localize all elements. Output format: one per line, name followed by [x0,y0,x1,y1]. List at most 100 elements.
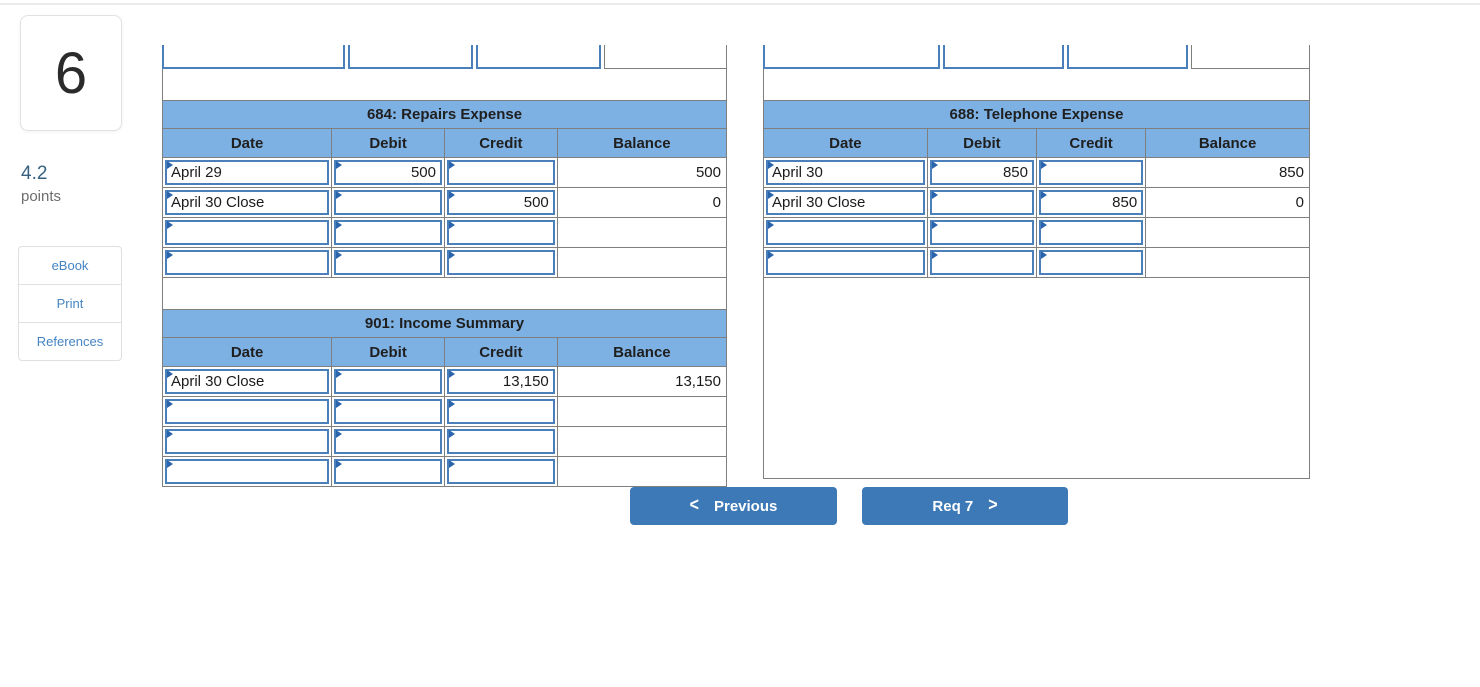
cell-marker-icon [336,251,343,259]
input-cell [331,187,445,218]
cutoff-debit-input[interactable] [347,45,473,69]
input-cell [161,396,333,427]
cell-marker-icon [167,370,173,378]
previous-label: Previous [713,497,778,515]
sidebar-link-print[interactable]: Print [18,284,122,323]
credit-input[interactable] [446,220,555,245]
credit-input[interactable] [446,399,555,424]
debit-input[interactable] [334,190,442,215]
column-header: Debit [331,337,445,367]
input-cell [1035,247,1147,278]
date-input[interactable] [766,220,925,245]
cell-value: 13,150 [502,373,549,390]
date-input[interactable] [766,250,925,275]
date-input[interactable]: April 30 [766,160,925,185]
cutoff-credit-input[interactable] [475,45,601,69]
spacer-row [162,278,727,309]
balance-cell: 13,150 [556,366,728,397]
date-input[interactable]: April 30 Close [766,190,925,215]
account-title: 688: Telephone Expense [763,100,1310,129]
sidebar-link-ebook[interactable]: eBook [18,246,122,285]
column-header: Debit [926,128,1037,158]
balance-cell [556,247,728,278]
debit-input[interactable] [929,250,1034,275]
credit-input[interactable] [446,160,555,185]
balance-cell [556,426,728,457]
cell-marker-icon [768,251,774,259]
credit-input[interactable] [1038,220,1144,245]
balance-cell: 850 [1145,157,1310,188]
credit-input[interactable] [1038,160,1144,185]
debit-input[interactable] [334,220,442,245]
input-cell [763,247,928,278]
points-value: 4.2 [21,163,48,184]
column-header: Date [161,337,333,367]
input-cell [331,396,445,427]
balance-cell: 500 [556,157,728,188]
column-header: Credit [443,128,558,158]
input-cell: 500 [443,187,558,218]
debit-input[interactable] [334,459,442,484]
cutoff-credit-input[interactable] [1066,45,1188,69]
date-input[interactable]: April 29 [165,160,330,185]
date-input[interactable]: April 30 Close [165,190,330,215]
previous-button[interactable]: < Previous [630,487,837,525]
credit-input[interactable]: 500 [446,190,555,215]
date-input[interactable]: April 30 Close [165,369,330,394]
account-title: 684: Repairs Expense [162,100,727,129]
req7-button[interactable]: Req 7 > [862,487,1068,525]
date-input[interactable] [165,429,330,454]
input-cell [331,217,445,248]
cell-marker-icon [931,221,938,229]
debit-input[interactable] [334,399,442,424]
credit-input[interactable] [446,250,555,275]
cell-value: April 30 Close [171,373,265,390]
credit-input[interactable] [1038,250,1144,275]
cutoff-debit-input[interactable] [942,45,1064,69]
date-input[interactable] [165,459,330,484]
sidebar-link-references[interactable]: References [18,322,122,361]
cutoff-date-input[interactable] [162,45,345,69]
debit-input[interactable]: 850 [929,160,1034,185]
table-row [161,217,728,248]
cell-marker-icon [167,251,173,259]
debit-input[interactable]: 500 [334,160,442,185]
debit-input[interactable] [929,220,1034,245]
points-label: points [21,188,62,205]
input-cell [1035,217,1147,248]
debit-input[interactable] [334,369,442,394]
input-cell [443,247,558,278]
input-cell [331,366,445,397]
credit-input[interactable] [446,429,555,454]
account-title: 901: Income Summary [162,309,727,338]
cell-marker-icon [1040,191,1047,199]
cell-marker-icon [167,430,173,438]
cell-marker-icon [167,221,173,229]
cell-value: April 29 [171,164,222,181]
table-row [161,426,728,457]
cell-marker-icon [448,400,455,408]
cell-marker-icon [448,161,455,169]
debit-input[interactable] [929,190,1034,215]
cell-marker-icon [768,161,774,169]
input-cell [926,247,1037,278]
balance-cell [1145,247,1310,278]
credit-input[interactable] [446,459,555,484]
credit-input[interactable]: 850 [1038,190,1144,215]
cell-marker-icon [1040,161,1047,169]
date-input[interactable] [165,250,330,275]
balance-cell: 0 [556,187,728,218]
date-input[interactable] [165,220,330,245]
input-cell [763,217,928,248]
debit-input[interactable] [334,429,442,454]
credit-input[interactable]: 13,150 [446,369,555,394]
cutoff-date-input[interactable] [763,45,940,69]
cell-marker-icon [336,161,343,169]
date-input[interactable] [165,399,330,424]
cell-marker-icon [448,460,455,468]
column-header: Balance [556,337,728,367]
debit-input[interactable] [334,250,442,275]
